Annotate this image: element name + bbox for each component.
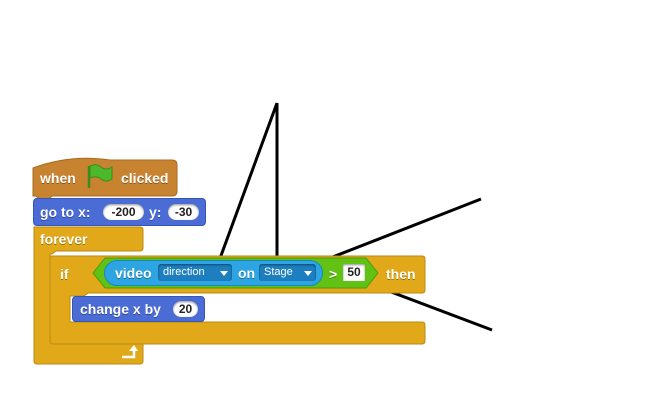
comparison-value-input[interactable]: 50 <box>343 264 365 281</box>
dropdown-arrow-icon <box>220 271 228 276</box>
on-label: on <box>238 265 256 281</box>
dropdown-arrow-icon <box>304 271 312 276</box>
hat-label-when: when <box>40 170 76 186</box>
annotation-line-to-greater-than <box>324 197 482 262</box>
y-label: y: <box>149 204 162 220</box>
greater-than-symbol: > <box>329 266 338 282</box>
video-target-dropdown[interactable]: Stage <box>259 264 316 281</box>
go-to-x-label: go to x: <box>40 204 91 220</box>
x-value-input[interactable]: -200 <box>103 204 144 220</box>
then-label: then <box>386 266 416 282</box>
green-flag-icon <box>87 164 113 188</box>
video-attribute-dropdown[interactable]: direction <box>158 264 232 281</box>
if-label: if <box>60 266 69 282</box>
video-attribute-value: direction <box>163 266 205 278</box>
hat-label-clicked: clicked <box>121 170 169 186</box>
annotation-line-to-direction <box>213 102 279 273</box>
video-label: video <box>115 265 152 281</box>
y-value-input[interactable]: -30 <box>168 204 199 220</box>
video-target-value: Stage <box>264 266 293 278</box>
change-x-value-input[interactable]: 20 <box>173 301 198 317</box>
forever-label: forever <box>40 231 88 247</box>
change-x-by-label: change x by <box>80 301 161 317</box>
loop-arrow-icon <box>122 345 138 359</box>
